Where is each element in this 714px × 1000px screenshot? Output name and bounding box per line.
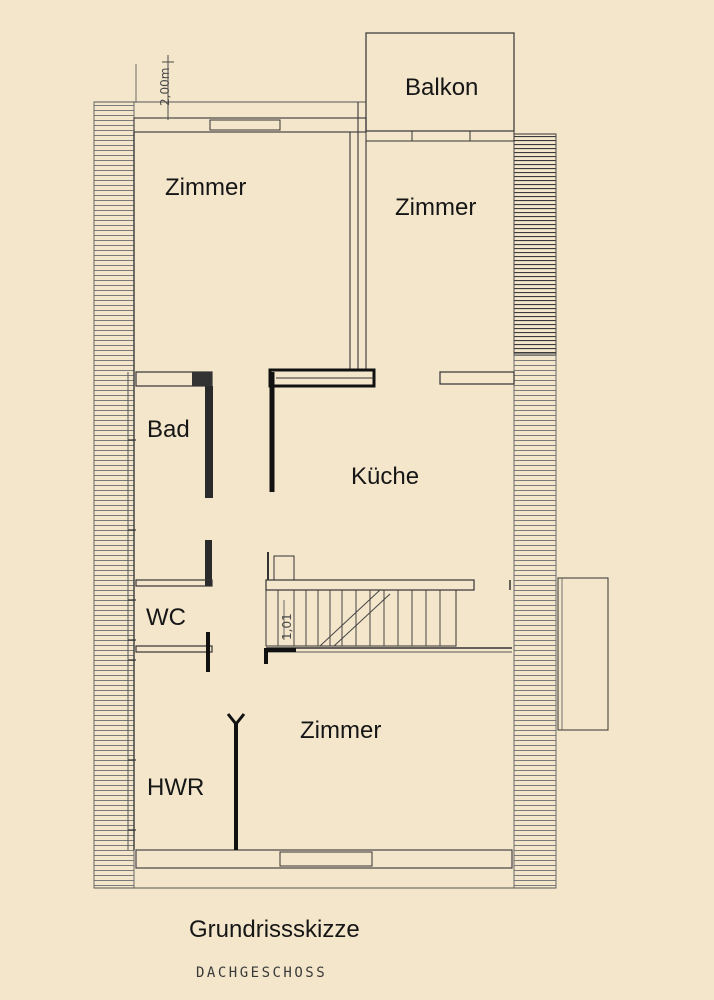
room-label-zimmer-right: Zimmer: [395, 194, 477, 221]
room-label-hwr: HWR: [147, 774, 205, 801]
left-wall-marks: [128, 439, 136, 831]
bottom-window: [279, 851, 373, 867]
room-label-wc: WC: [146, 604, 186, 631]
kueche-top-wall-right: [439, 371, 515, 385]
plan-subtitle: DACHGESCHOSS: [196, 965, 328, 981]
stair-block: [265, 589, 457, 647]
plan-title: Grundrissskizze: [189, 916, 360, 943]
hwr-wall-fork: [226, 713, 246, 727]
room-label-kueche: Küche: [351, 463, 420, 490]
stair-treads: [277, 589, 441, 647]
wc-top-wall: [135, 579, 213, 587]
balkon-door: [365, 130, 515, 142]
dimension-stair: 1,01: [280, 613, 294, 640]
bad-corner: [192, 372, 212, 386]
right-roof-slope: [513, 351, 557, 889]
room-label-zimmer-bottom: Zimmer: [300, 717, 382, 744]
right-roof-dark-hatch: [513, 133, 557, 355]
room-label-balkon: Balkon: [405, 74, 479, 101]
top-window-left: [209, 119, 281, 131]
stair-post: [273, 555, 295, 581]
left-roof-slope: [93, 101, 135, 889]
wc-bottom-wall: [135, 645, 213, 653]
wc-right-wall: [205, 540, 212, 586]
stair-corner: [264, 648, 296, 664]
room-label-bad: Bad: [147, 416, 190, 443]
dimension-top: 2,00m: [158, 67, 172, 106]
stair-upper-rail: [265, 579, 475, 591]
room-label-zimmer-left: Zimmer: [165, 174, 247, 201]
bad-right-wall: [205, 386, 213, 498]
bottom-wall: [135, 849, 513, 869]
right-extension: [557, 577, 609, 731]
